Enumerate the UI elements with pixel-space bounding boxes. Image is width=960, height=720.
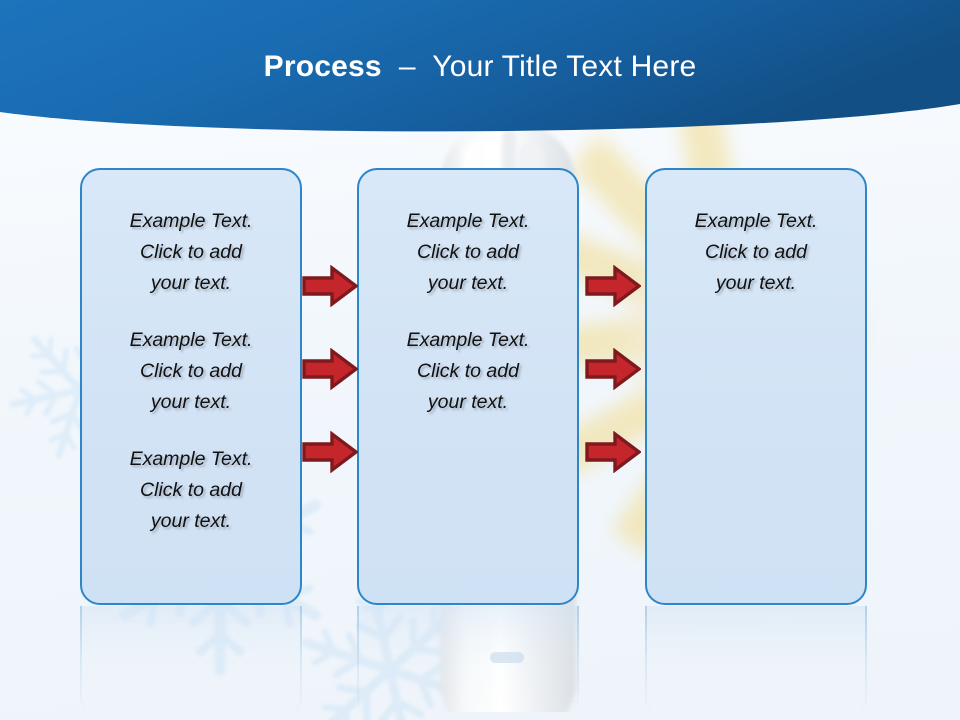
box-reflection (645, 606, 867, 718)
title-banner (0, 0, 960, 132)
process-box-3[interactable]: Example Text. Click to add your text. (645, 168, 867, 605)
process-box-1[interactable]: Example Text. Click to add your text. Ex… (80, 168, 302, 605)
box-2-paragraph-2[interactable]: Example Text. Click to add your text. (406, 329, 530, 413)
arrow-right-icon[interactable] (585, 431, 641, 473)
arrow-right-icon[interactable] (585, 265, 641, 307)
box-1-paragraph-2[interactable]: Example Text. Click to add your text. (129, 329, 253, 413)
box-3-paragraph-1[interactable]: Example Text. Click to add your text. (694, 210, 818, 294)
box-reflection (357, 606, 579, 718)
box-1-paragraph-1[interactable]: Example Text. Click to add your text. (129, 210, 253, 294)
box-reflection (80, 606, 302, 718)
arrow-right-icon[interactable] (302, 265, 358, 307)
process-box-2[interactable]: Example Text. Click to add your text. Ex… (357, 168, 579, 605)
box-1-paragraph-3[interactable]: Example Text. Click to add your text. (129, 448, 253, 532)
arrow-right-icon[interactable] (302, 348, 358, 390)
page-title: Process – Your Title Text Here (0, 48, 960, 86)
arrow-right-icon[interactable] (585, 348, 641, 390)
arrow-right-icon[interactable] (302, 431, 358, 473)
title-strong: Process (263, 50, 382, 83)
title-rest: – Your Title Text Here (381, 50, 697, 83)
box-2-paragraph-1[interactable]: Example Text. Click to add your text. (406, 210, 530, 294)
